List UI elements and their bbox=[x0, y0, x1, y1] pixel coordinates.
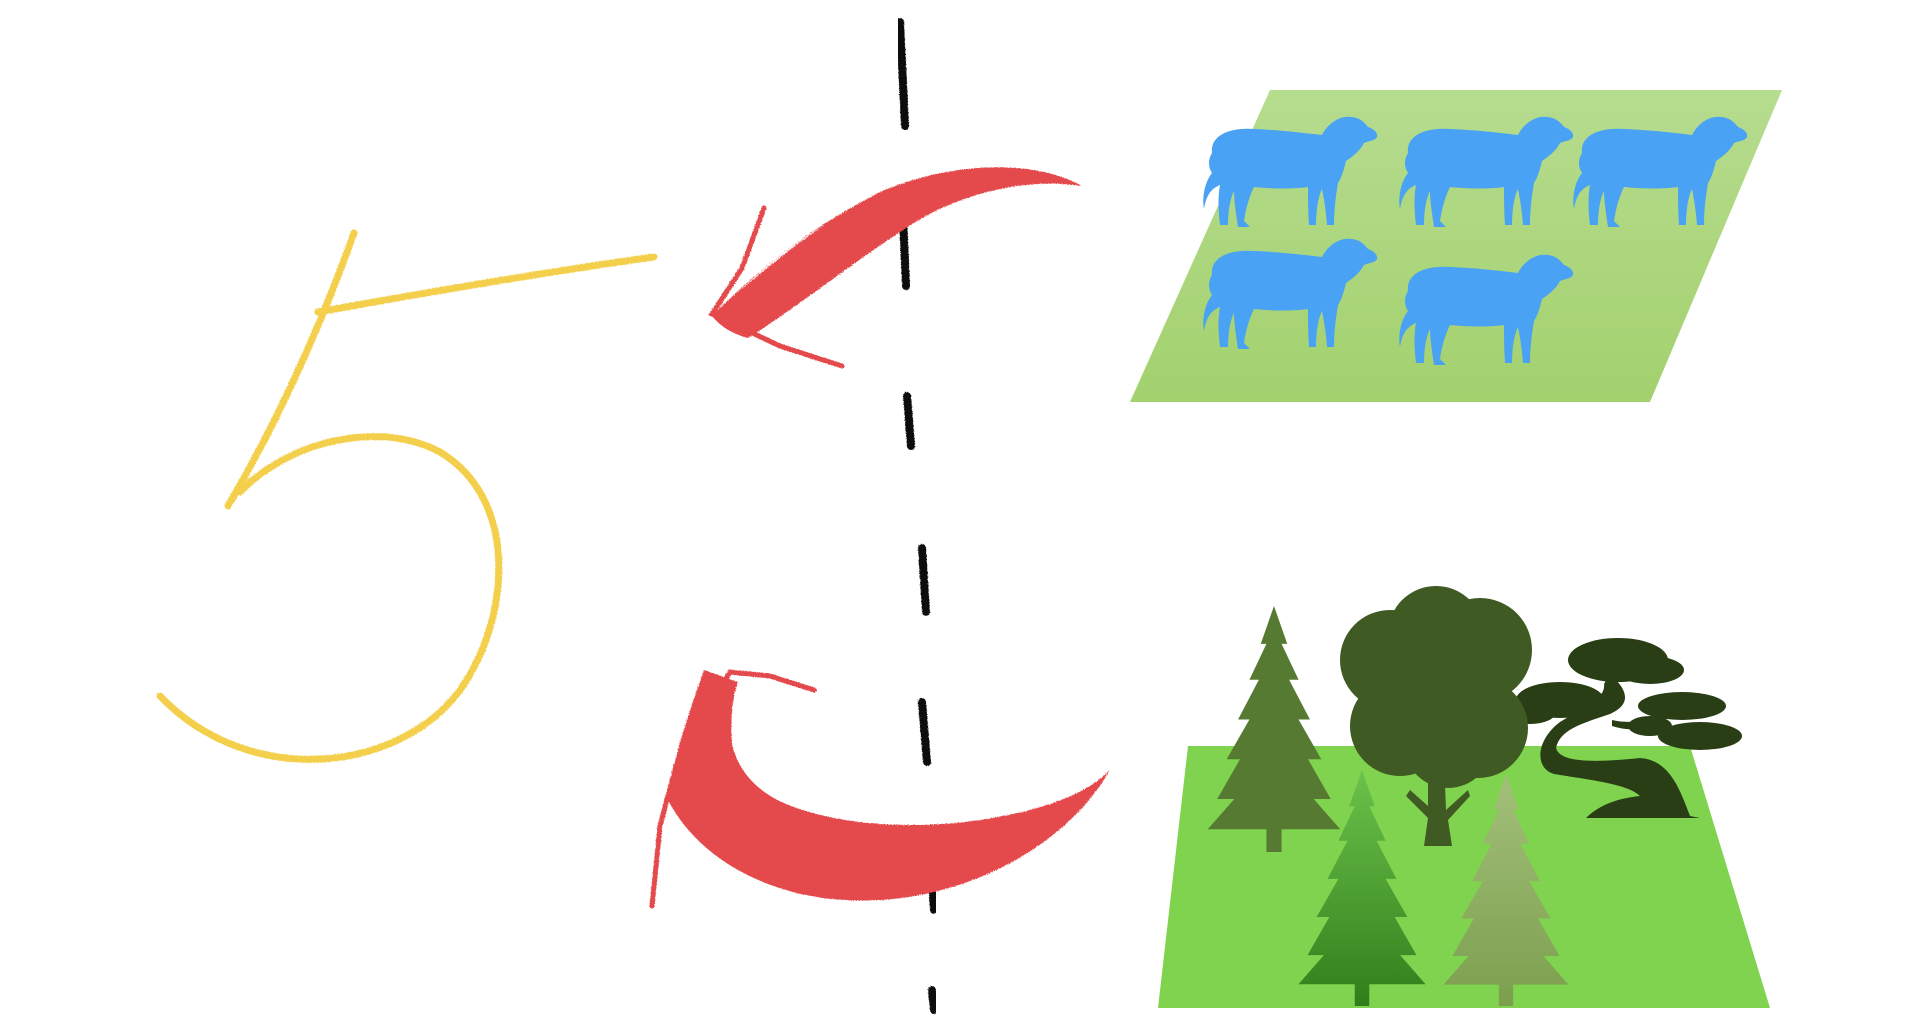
five-stem bbox=[224, 229, 358, 510]
number-five bbox=[156, 229, 658, 763]
pine-tree-icon bbox=[1207, 606, 1341, 852]
pasture-scene bbox=[1130, 90, 1782, 402]
five-belly bbox=[156, 433, 503, 763]
divider-dash bbox=[918, 544, 930, 616]
divider-dash bbox=[928, 986, 938, 1014]
bonsai-tree-icon bbox=[1504, 638, 1742, 818]
upper-curved-arrow bbox=[708, 167, 1082, 369]
five-top-bar bbox=[314, 253, 658, 316]
divider-dash bbox=[896, 18, 909, 130]
divider-dash bbox=[918, 698, 931, 766]
divider-dash bbox=[903, 392, 915, 450]
oak-tree-icon bbox=[1340, 586, 1532, 846]
forest-scene bbox=[1158, 586, 1770, 1008]
lower-curved-arrow bbox=[649, 669, 1110, 909]
